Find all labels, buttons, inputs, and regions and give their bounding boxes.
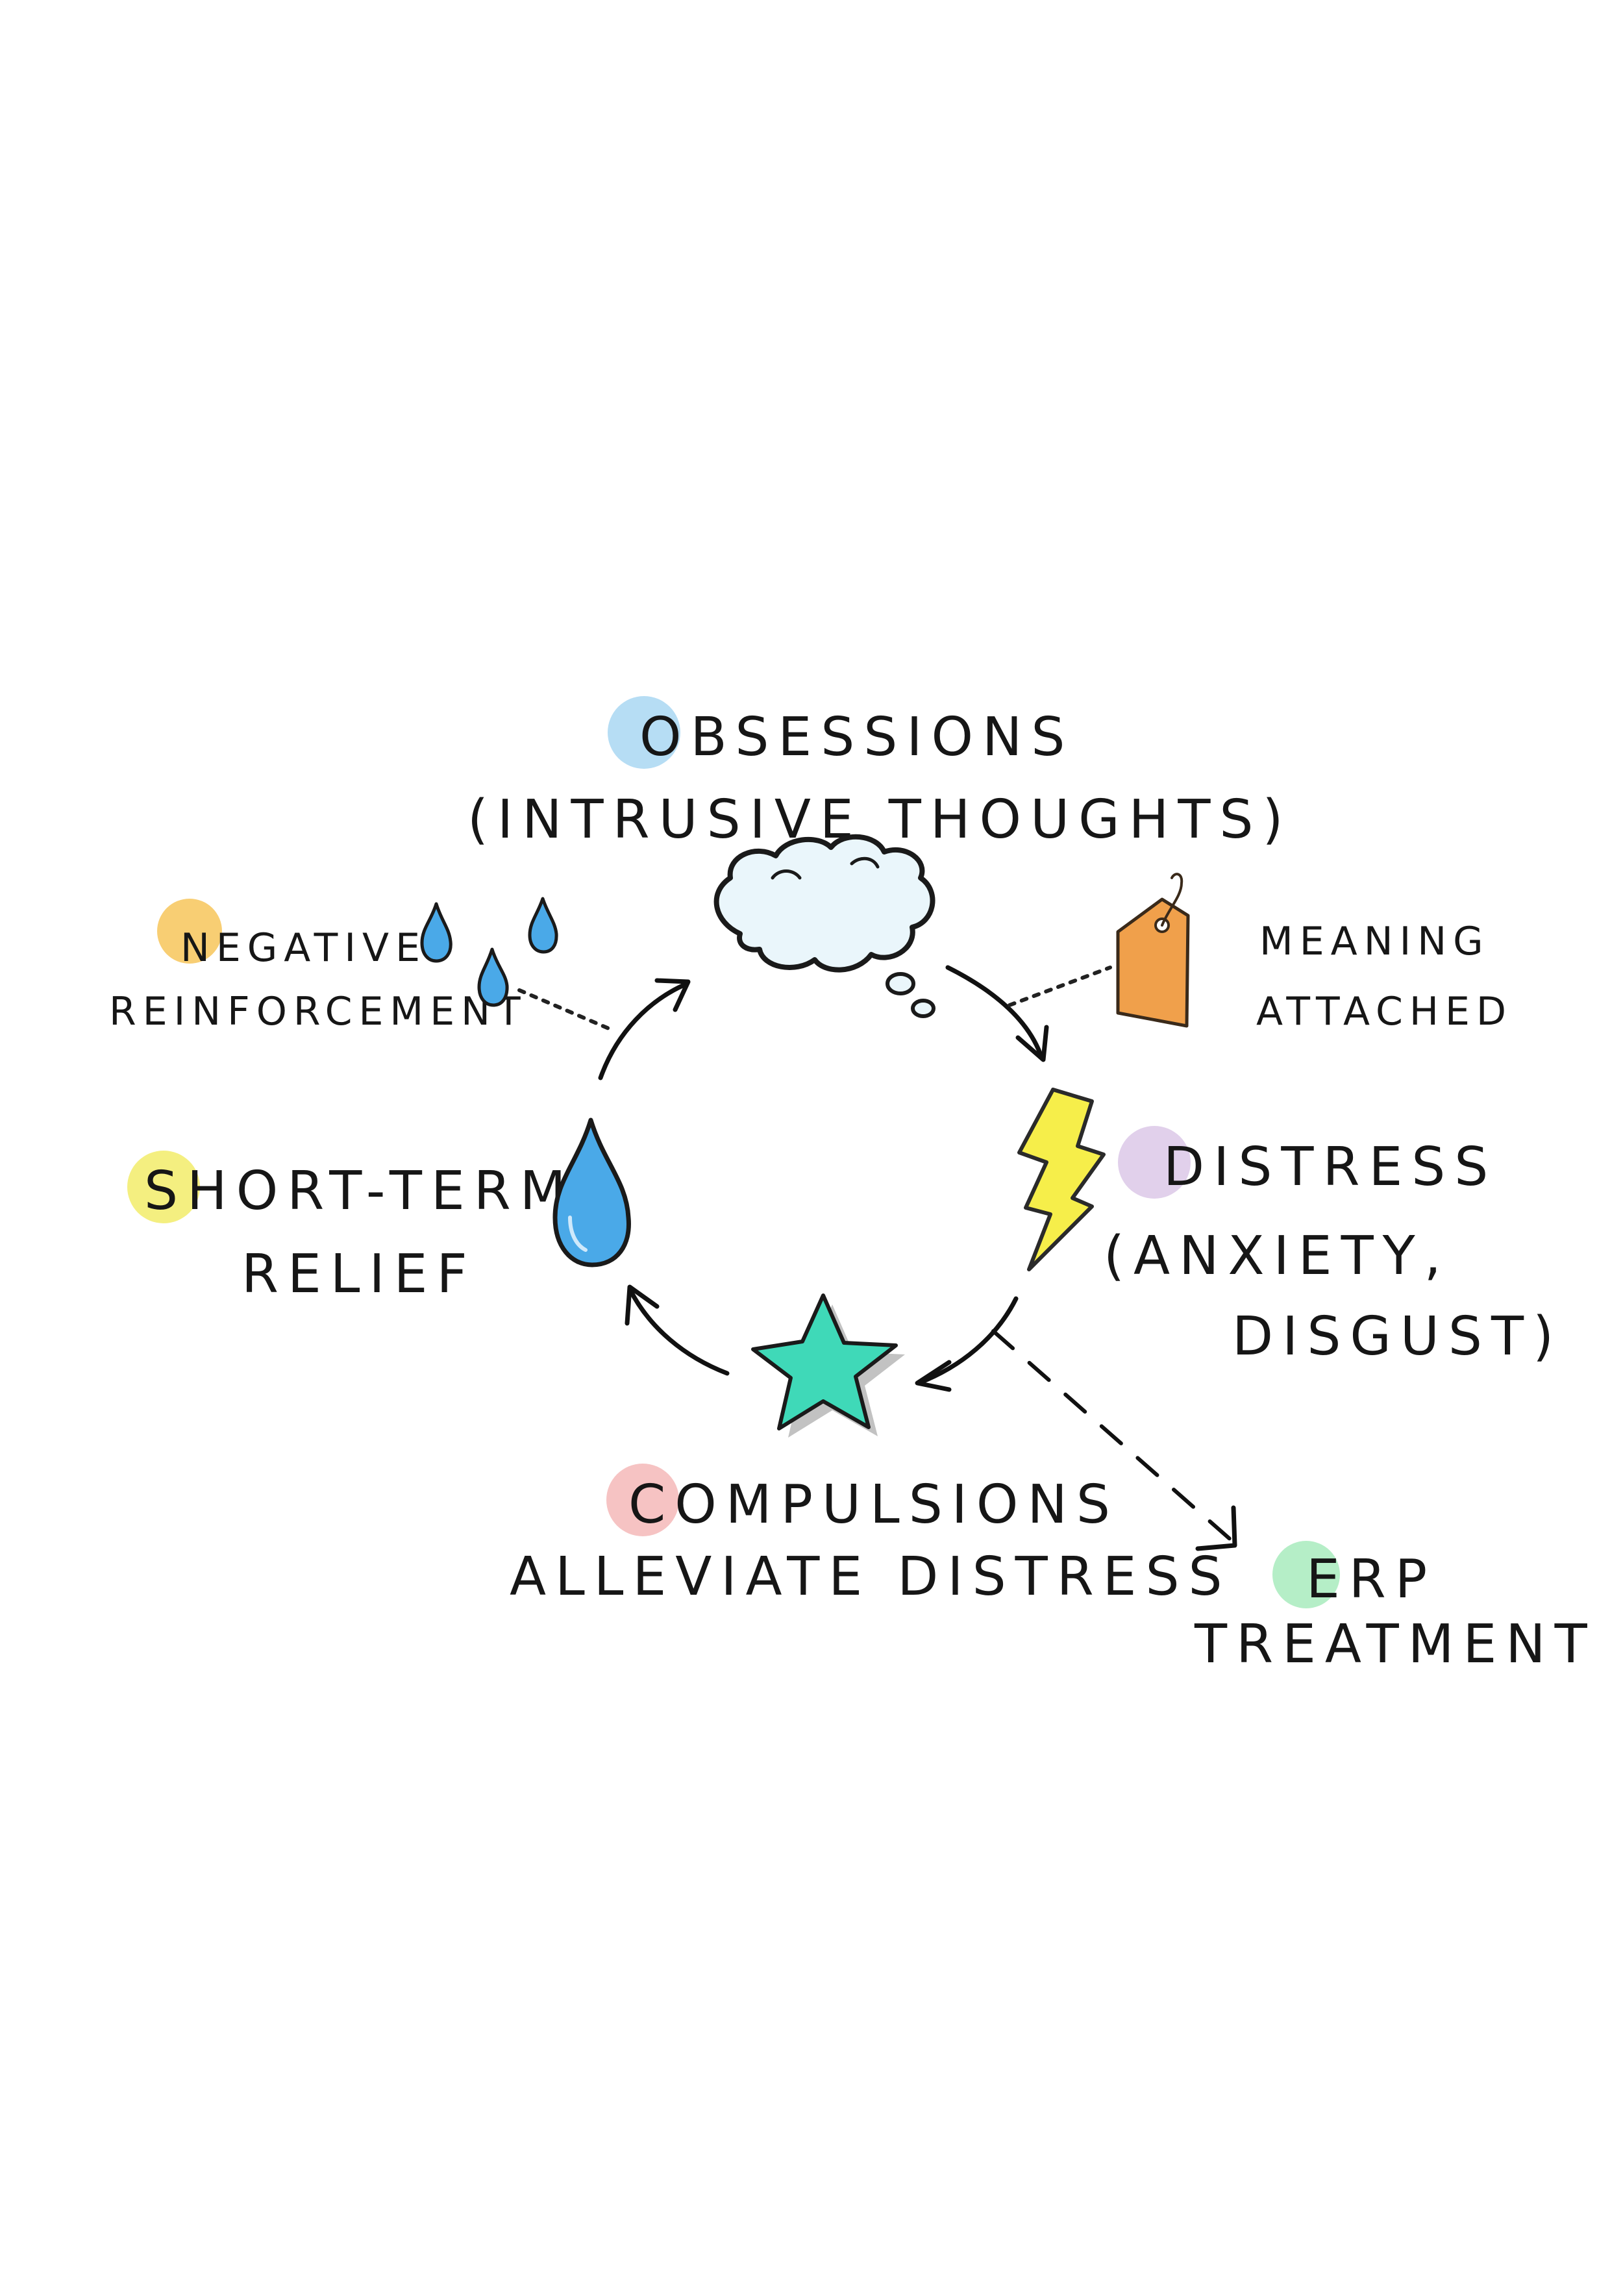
cycle-arrow-compulsions-to-relief xyxy=(625,1284,730,1376)
meaning-subtitle: ATTACHED xyxy=(1256,989,1513,1034)
compulsions-dot xyxy=(606,1464,679,1536)
water-drop-icon xyxy=(552,1117,631,1267)
erp-subtitle: TREATMENT xyxy=(1194,1614,1596,1675)
obsessions-dot xyxy=(608,696,680,769)
negative-reinforcement-dot xyxy=(157,899,222,964)
cycle-arrow-relief-to-obsessions xyxy=(598,978,691,1080)
relief-title: SHORT-TERM xyxy=(144,1160,575,1222)
distress-subtitle-2: DISGUST) xyxy=(1232,1306,1563,1367)
negative-reinforcement-connector xyxy=(517,988,612,1031)
compulsions-title: COMPULSIONS xyxy=(628,1474,1119,1536)
thought-cloud-icon xyxy=(713,834,935,1018)
compulsions-subtitle: ALLEVIATE DISTRESS xyxy=(510,1546,1232,1608)
distress-dot xyxy=(1118,1126,1191,1199)
obsessions-title: OBSESSIONS xyxy=(639,706,1074,768)
relief-subtitle: RELIEF xyxy=(242,1243,477,1305)
distress-title: DISTRESS xyxy=(1163,1136,1497,1198)
distress-subtitle-1: (ANXIETY, xyxy=(1104,1225,1450,1287)
cycle-arrow-obsessions-to-distress xyxy=(945,965,1049,1062)
meaning-connector xyxy=(1008,966,1112,1007)
lightning-icon xyxy=(1017,1088,1106,1271)
star-icon xyxy=(751,1293,905,1438)
relief-dot xyxy=(127,1151,200,1223)
negative-reinforcement-title: NEGATIVE xyxy=(180,925,427,971)
meaning-title: MEANING xyxy=(1259,919,1490,964)
cycle-arrow-distress-to-compulsions xyxy=(915,1296,1019,1392)
erp-dashed-arrow xyxy=(991,1329,1237,1551)
erp-dot xyxy=(1272,1541,1340,1608)
negative-reinforcement-subtitle: REINFORCEMENT xyxy=(109,989,527,1034)
obsessions-subtitle: (INTRUSIVE THOUGHTS) xyxy=(467,789,1292,851)
water-drops-icon xyxy=(420,897,558,1007)
tag-icon xyxy=(1116,873,1190,1028)
erp-title: ERP xyxy=(1306,1549,1436,1610)
